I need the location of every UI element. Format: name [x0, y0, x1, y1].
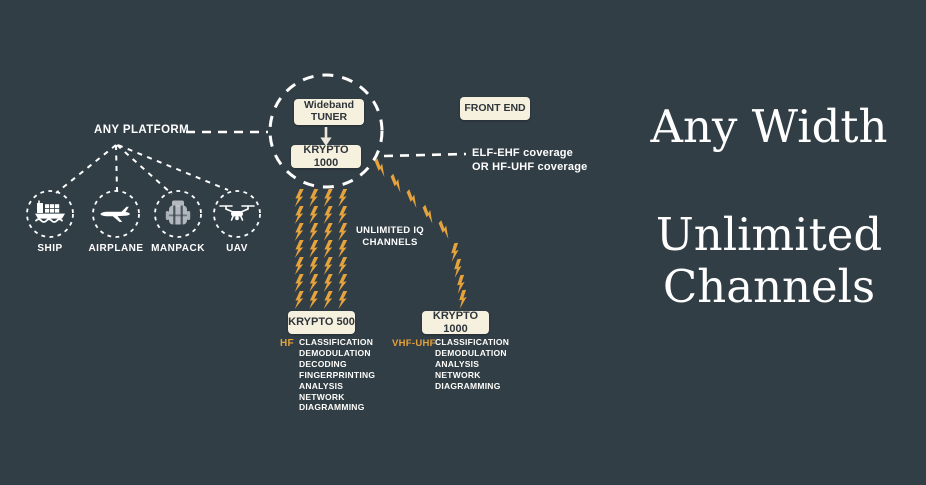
wideband-tuner-box: Wideband TUNER [294, 99, 364, 125]
ship-circle [26, 190, 74, 238]
bolt-stream-1 [294, 189, 304, 309]
manpack-circle [154, 190, 202, 238]
krypto-1000-box: KRYPTO 1000 [422, 310, 489, 335]
tuner-arrow [320, 127, 332, 146]
uav-circle [213, 190, 261, 238]
vhf-uhf-band-label: VHF-UHF [392, 338, 436, 349]
front-end-box: FRONT END [460, 97, 530, 120]
coverage-line-1: ELF-EHF coverage [472, 147, 574, 159]
feature-item: DIAGRAMMING [435, 380, 501, 391]
headline-any-width: Any Width [650, 100, 888, 153]
platform-label-uav: UAV [226, 243, 248, 254]
hub-krypto-1000-box: KRYPTO 1000 [291, 144, 361, 169]
platform-circles [26, 190, 261, 238]
uav-icon [219, 205, 255, 221]
coverage-text: ELF-EHF coverage OR HF-UHF coverage [472, 146, 587, 174]
headline-unlimited: Unlimited [655, 208, 883, 261]
bolt-stream-4 [338, 189, 348, 309]
platform-fan-lines [55, 144, 229, 195]
feature-item: NETWORK [299, 391, 345, 402]
iq-line-2: CHANNELS [362, 237, 418, 248]
bolt-stream-3 [323, 189, 333, 309]
platform-label-airplane: AIRPLANE [88, 243, 144, 254]
manpack-icon [165, 200, 191, 225]
feature-item: FINGERPRINTING [299, 369, 376, 380]
feature-item: ANALYSIS [299, 380, 344, 391]
feature-item: CLASSIFICATION [299, 337, 374, 347]
hub-to-coverage-line [383, 152, 467, 158]
hf-band-label: HF [280, 338, 294, 349]
feature-item: DEMODULATION [435, 347, 507, 358]
feature-item: DIAGRAMMING [299, 402, 365, 413]
hub-circle [268, 73, 384, 189]
feature-item: NETWORK [435, 369, 481, 380]
airplane-icon [100, 206, 130, 222]
headline-channels: Channels [662, 260, 876, 313]
feature-item: ANALYSIS [435, 358, 480, 369]
coverage-line-2: OR HF-UHF coverage [472, 161, 588, 173]
feature-item: DEMODULATION [299, 347, 371, 358]
any-platform-label: ANY PLATFORM [94, 124, 190, 136]
unlimited-iq-channels-text: UNLIMITED IQ CHANNELS [344, 225, 436, 249]
bolt-stream-2 [309, 189, 319, 309]
feature-item: CLASSIFICATION [435, 337, 510, 347]
ship-icon [35, 200, 65, 223]
platform-label-manpack: MANPACK [151, 243, 205, 254]
platform-label-ship: SHIP [37, 243, 63, 254]
krypto-500-box: KRYPTO 500 [288, 311, 355, 334]
feature-item: DECODING [299, 358, 347, 369]
iq-line-1: UNLIMITED IQ [356, 225, 424, 236]
